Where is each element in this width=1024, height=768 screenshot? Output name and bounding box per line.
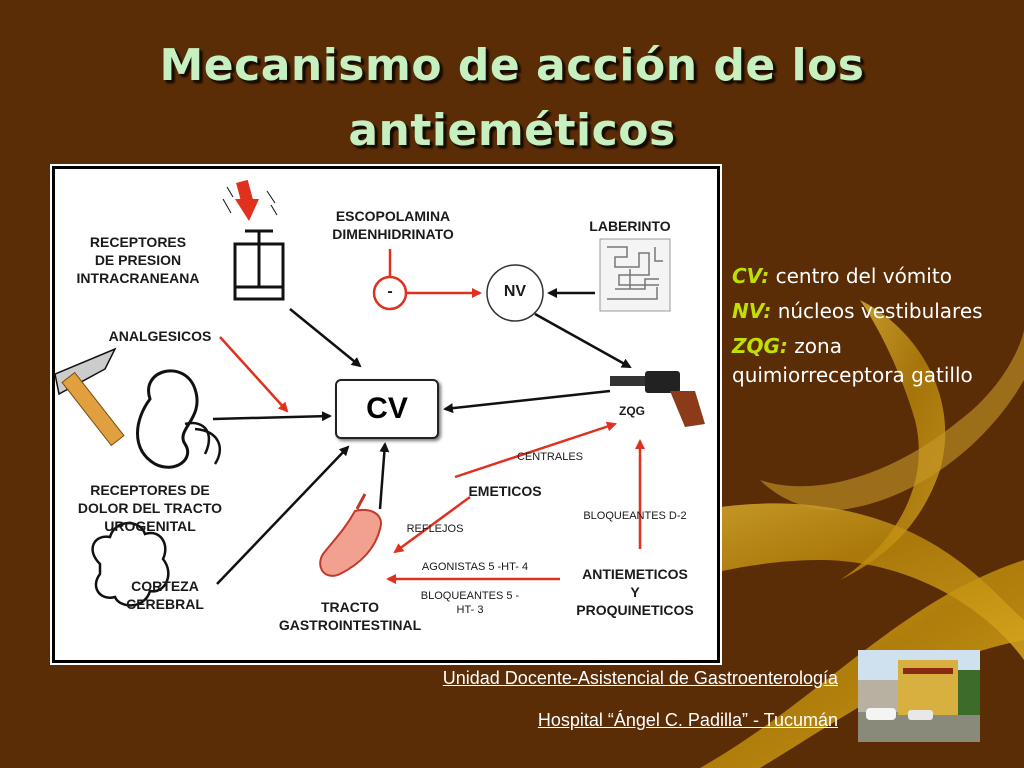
inhibition-node	[372, 249, 408, 311]
hospital-photo	[858, 650, 980, 742]
diagram-panel: CV NV - ZQG RECEPTORES DE PRESION INTRAC…	[50, 164, 722, 665]
hammer-icon	[55, 347, 125, 447]
revolver-icon	[610, 371, 705, 427]
reflejos-label: REFLEJOS	[406, 523, 464, 535]
page-title-line-2: antieméticos	[348, 105, 676, 156]
arrow-analgesicos	[219, 336, 289, 413]
receptores-dolor-label: RECEPTORES DE DOLOR DEL TRACTO UROGENITA…	[77, 482, 223, 534]
stomach-icon	[319, 493, 382, 577]
legend: CV: centro del vómito NV: núcleos vestib…	[732, 262, 1012, 396]
page-title-line-1: Mecanismo de acción de los	[159, 40, 865, 91]
red-down-arrow-icon	[222, 179, 278, 221]
nv-label: NV	[503, 283, 527, 300]
arrow-presion-to-cv	[289, 308, 362, 368]
bloqueantes-5ht3-label: BLOQUEANTES 5 - HT- 3	[420, 590, 520, 616]
agonistas-label: AGONISTAS 5 -HT- 4	[421, 561, 529, 573]
corteza-label: CORTEZA CEREBRAL	[126, 578, 204, 612]
pressure-gauge-icon	[233, 229, 285, 301]
receptores-presion-label: RECEPTORES DE PRESION INTRACRANEANA	[76, 234, 200, 286]
escopolamina-label: ESCOPOLAMINA DIMENHIDRINATO	[332, 208, 454, 242]
arrow-reflejos	[393, 495, 471, 554]
cv-node: CV	[335, 379, 439, 439]
arrow-centrales	[454, 421, 617, 479]
arrow-nv-to-zqg	[534, 312, 632, 369]
centrales-label: CENTRALES	[516, 451, 584, 463]
arrow-dolor-to-cv	[212, 411, 332, 422]
arrow-corteza-to-cv	[216, 445, 350, 585]
brain-icon	[91, 521, 170, 607]
mechanism-diagram	[55, 179, 705, 607]
analgesicos-label: ANALGESICOS	[108, 328, 212, 344]
kidney-icon	[136, 369, 221, 469]
footer-unit-link[interactable]: Unidad Docente-Asistencial de Gastroente…	[442, 668, 838, 688]
zqg-label: ZQG	[619, 404, 645, 418]
diagram-arrows	[212, 288, 645, 585]
legend-item-nv: NV: núcleos vestibulares	[732, 299, 983, 323]
footer-hospital-link[interactable]: Hospital “Ángel C. Padilla” - Tucumán	[537, 710, 838, 730]
arrow-tracto-to-cv	[378, 442, 390, 510]
minus-label: -	[387, 283, 393, 300]
emeticos-label: EMETICOS	[468, 483, 542, 499]
nv-node	[486, 264, 544, 322]
antiemeticos-label: ANTIEMETICOS Y PROQUINETICOS	[576, 566, 694, 618]
laberinto-label: LABERINTO	[589, 218, 671, 234]
maze-icon	[599, 238, 671, 312]
legend-item-zqg: ZQG: zona quimiorreceptora gatillo	[732, 334, 973, 387]
arrow-zqg-to-cv	[443, 389, 611, 414]
legend-item-cv: CV: centro del vómito	[732, 264, 952, 288]
tracto-label: TRACTO GASTROINTESTINAL	[278, 599, 422, 633]
bloqueantes-d2-label: BLOQUEANTES D-2	[583, 510, 687, 522]
